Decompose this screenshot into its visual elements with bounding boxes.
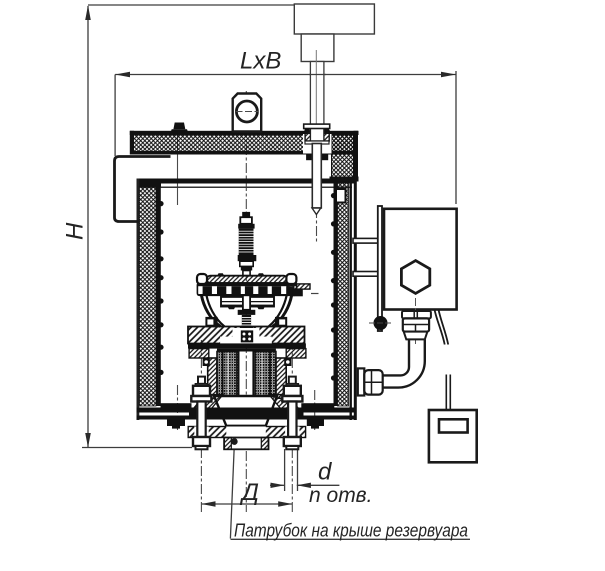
svg-text:LxB: LxB: [240, 48, 281, 75]
svg-text:Д: Д: [239, 479, 259, 506]
svg-text:n отв.: n отв.: [309, 484, 372, 507]
svg-text:H: H: [62, 222, 89, 240]
svg-text:d: d: [318, 459, 332, 486]
svg-text:Патрубок на крыше резервуара: Патрубок на крыше резервуара: [234, 519, 468, 540]
